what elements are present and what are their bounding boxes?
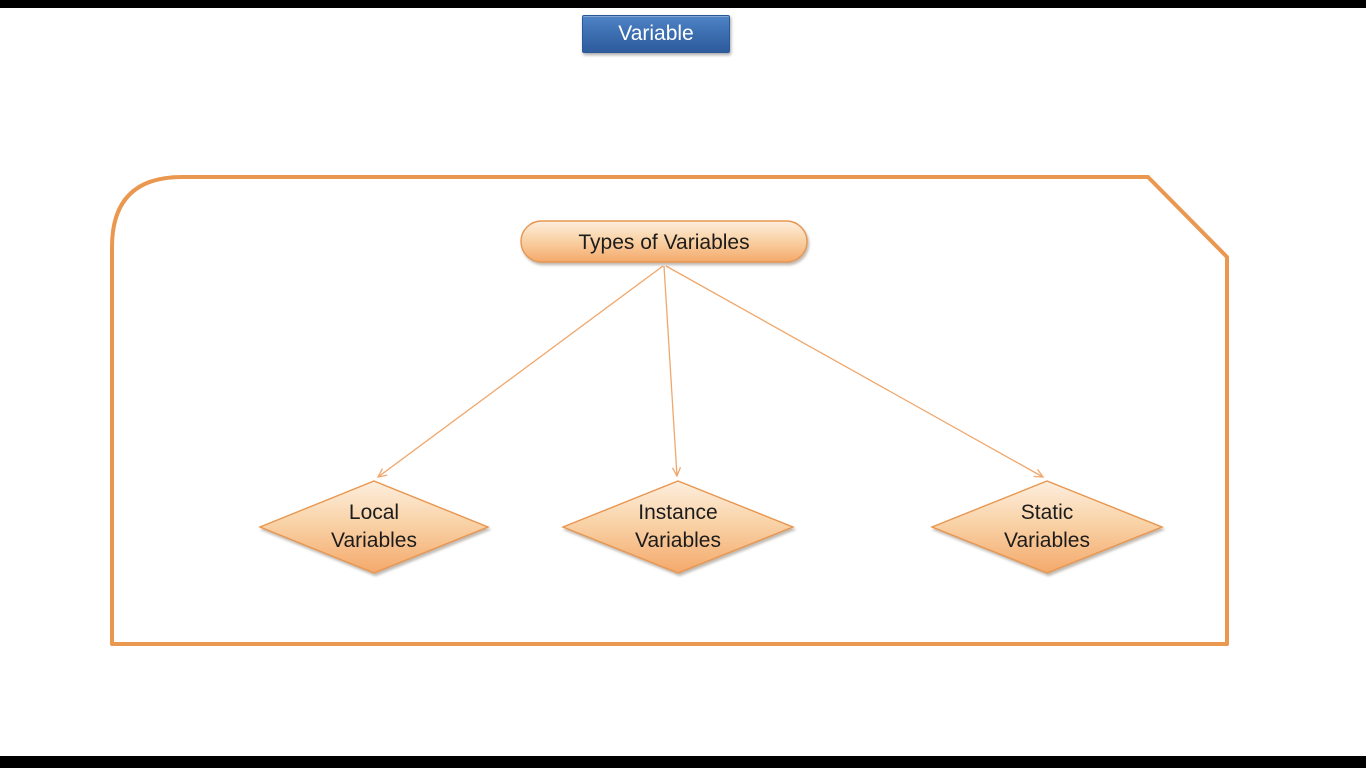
static-variables-label-line1: Static	[1021, 501, 1074, 524]
instance-variables-label-line2: Variables	[635, 529, 721, 552]
arrow-to-static-variables	[665, 265, 1045, 478]
static-variables-diamond	[930, 480, 1164, 574]
arrow-to-local-variables	[376, 265, 664, 478]
static-variables-label-line2: Variables	[1004, 529, 1090, 552]
local-variables-diamond	[258, 480, 490, 574]
variable-title-box: Variable	[582, 15, 730, 53]
connector-arrows	[376, 265, 1045, 478]
variable-title-label: Variable	[618, 22, 694, 45]
instance-variables-diamond	[561, 480, 795, 574]
arrow-to-instance-variables	[663, 265, 682, 478]
types-of-variables-label: Types of Variables	[578, 231, 749, 254]
local-variables-label-line1: Local	[349, 501, 399, 524]
letterbox-top-bar	[0, 0, 1366, 8]
instance-variables-label-line1: Instance	[638, 501, 717, 524]
local-variables-label-line2: Variables	[331, 529, 417, 552]
letterbox-bottom-bar	[0, 756, 1366, 768]
types-of-variables-pill	[520, 220, 808, 263]
